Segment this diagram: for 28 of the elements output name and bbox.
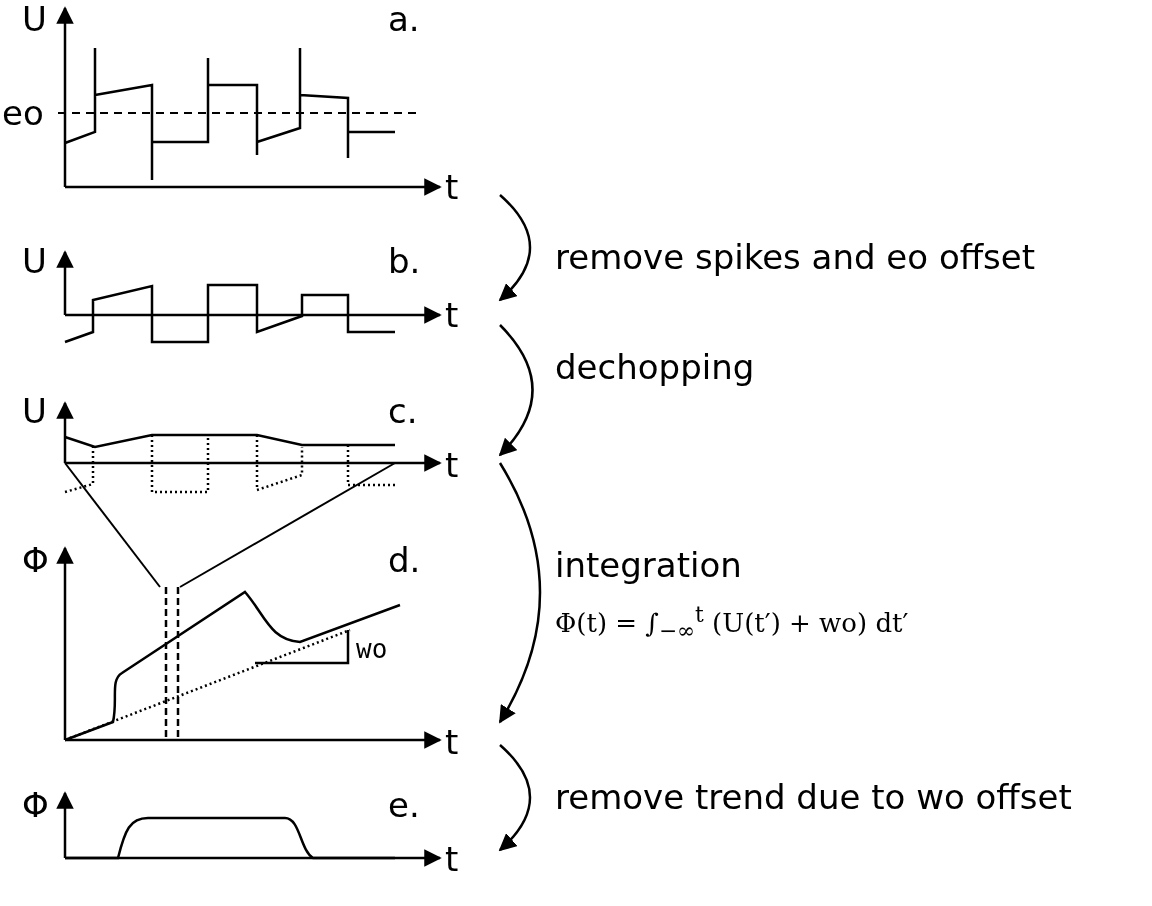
offset-label: wo (356, 636, 388, 662)
edge-label: remove trend due to wo offset (555, 780, 1072, 814)
panel-letter: d. (388, 543, 421, 577)
panel-letter: c. (388, 394, 418, 428)
edge-label: dechopping (555, 350, 755, 384)
zoom-guide-line (64, 462, 161, 588)
axis-label: t (445, 842, 459, 876)
axis-label: Φ (22, 543, 49, 577)
panel-letter: b. (388, 244, 421, 278)
formula: Φ(t) = ∫$_{−∞}$$^{t}$ (U(t′) + wo) dt′ (555, 601, 909, 645)
axis-label: U (22, 394, 47, 428)
axis-label: U (22, 244, 47, 278)
axis-label: t (445, 170, 459, 204)
axis-label: U (22, 2, 47, 36)
axis-label: Φ (22, 788, 49, 822)
axis-label: t (445, 298, 459, 332)
axis-label: t (445, 725, 459, 759)
offset-label: eo (2, 96, 44, 130)
curved-arrow (498, 194, 532, 302)
panel-letter: a. (388, 2, 420, 36)
panel-letter: e. (388, 788, 420, 822)
edge-label: remove spikes and eo offset (555, 240, 1036, 274)
axis-label: t (445, 448, 459, 482)
curved-arrow (498, 744, 532, 852)
curved-arrow (498, 462, 542, 724)
edge-label: integration (555, 548, 742, 582)
zoom-guide-line (179, 462, 396, 588)
curved-arrow (498, 324, 534, 457)
